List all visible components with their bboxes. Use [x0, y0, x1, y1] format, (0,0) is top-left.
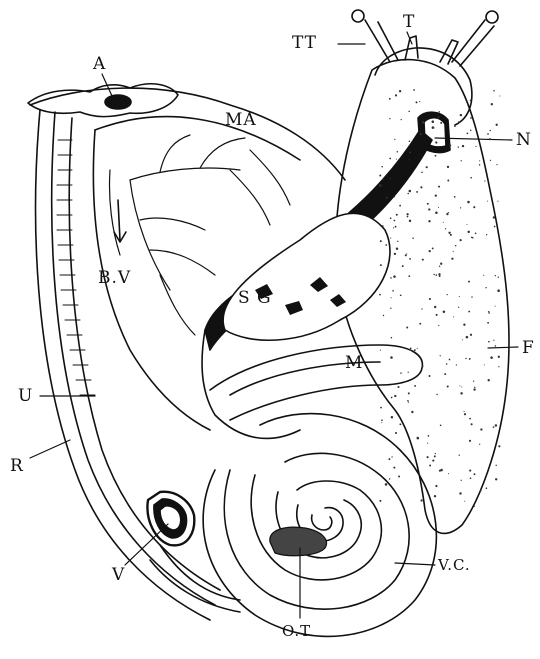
label-bv: B.V [98, 270, 131, 287]
leader-f [488, 347, 518, 348]
label-tt: TT [292, 35, 317, 52]
tentacle-long-left [365, 20, 390, 62]
label-a: A [93, 56, 106, 73]
flow-arrow [118, 200, 120, 240]
label-vc: V.C. [438, 558, 471, 573]
ovotestis [270, 527, 327, 556]
label-n: N [516, 132, 532, 149]
label-r: R [10, 458, 24, 475]
label-ot: O.T [282, 624, 311, 639]
label-v: V [112, 567, 125, 584]
label-m: M [345, 355, 363, 372]
label-f: F [522, 340, 535, 357]
label-sg: S G [238, 290, 272, 307]
tentacle-eye-right [486, 11, 498, 23]
visceral-coil-6 [312, 515, 332, 530]
anus-aperture [105, 95, 131, 109]
tentacle-eye-left [352, 10, 364, 22]
mantle-inner-edge [95, 117, 300, 160]
rectum-inner [52, 112, 215, 605]
ureter-line [69, 118, 220, 590]
leader-vc [395, 563, 435, 565]
columellar-muscle [210, 345, 422, 420]
label-t: T [403, 14, 415, 31]
label-u: U [18, 388, 33, 405]
tentacle-long-left-2 [378, 22, 398, 60]
label-ma: MA [225, 112, 257, 129]
mantle-edge [30, 88, 345, 180]
leader-r [30, 440, 70, 458]
shell-base [150, 560, 240, 612]
salivary-gland [223, 213, 390, 340]
visceral-coil-outer [203, 414, 436, 637]
shell-base-2 [160, 545, 240, 600]
